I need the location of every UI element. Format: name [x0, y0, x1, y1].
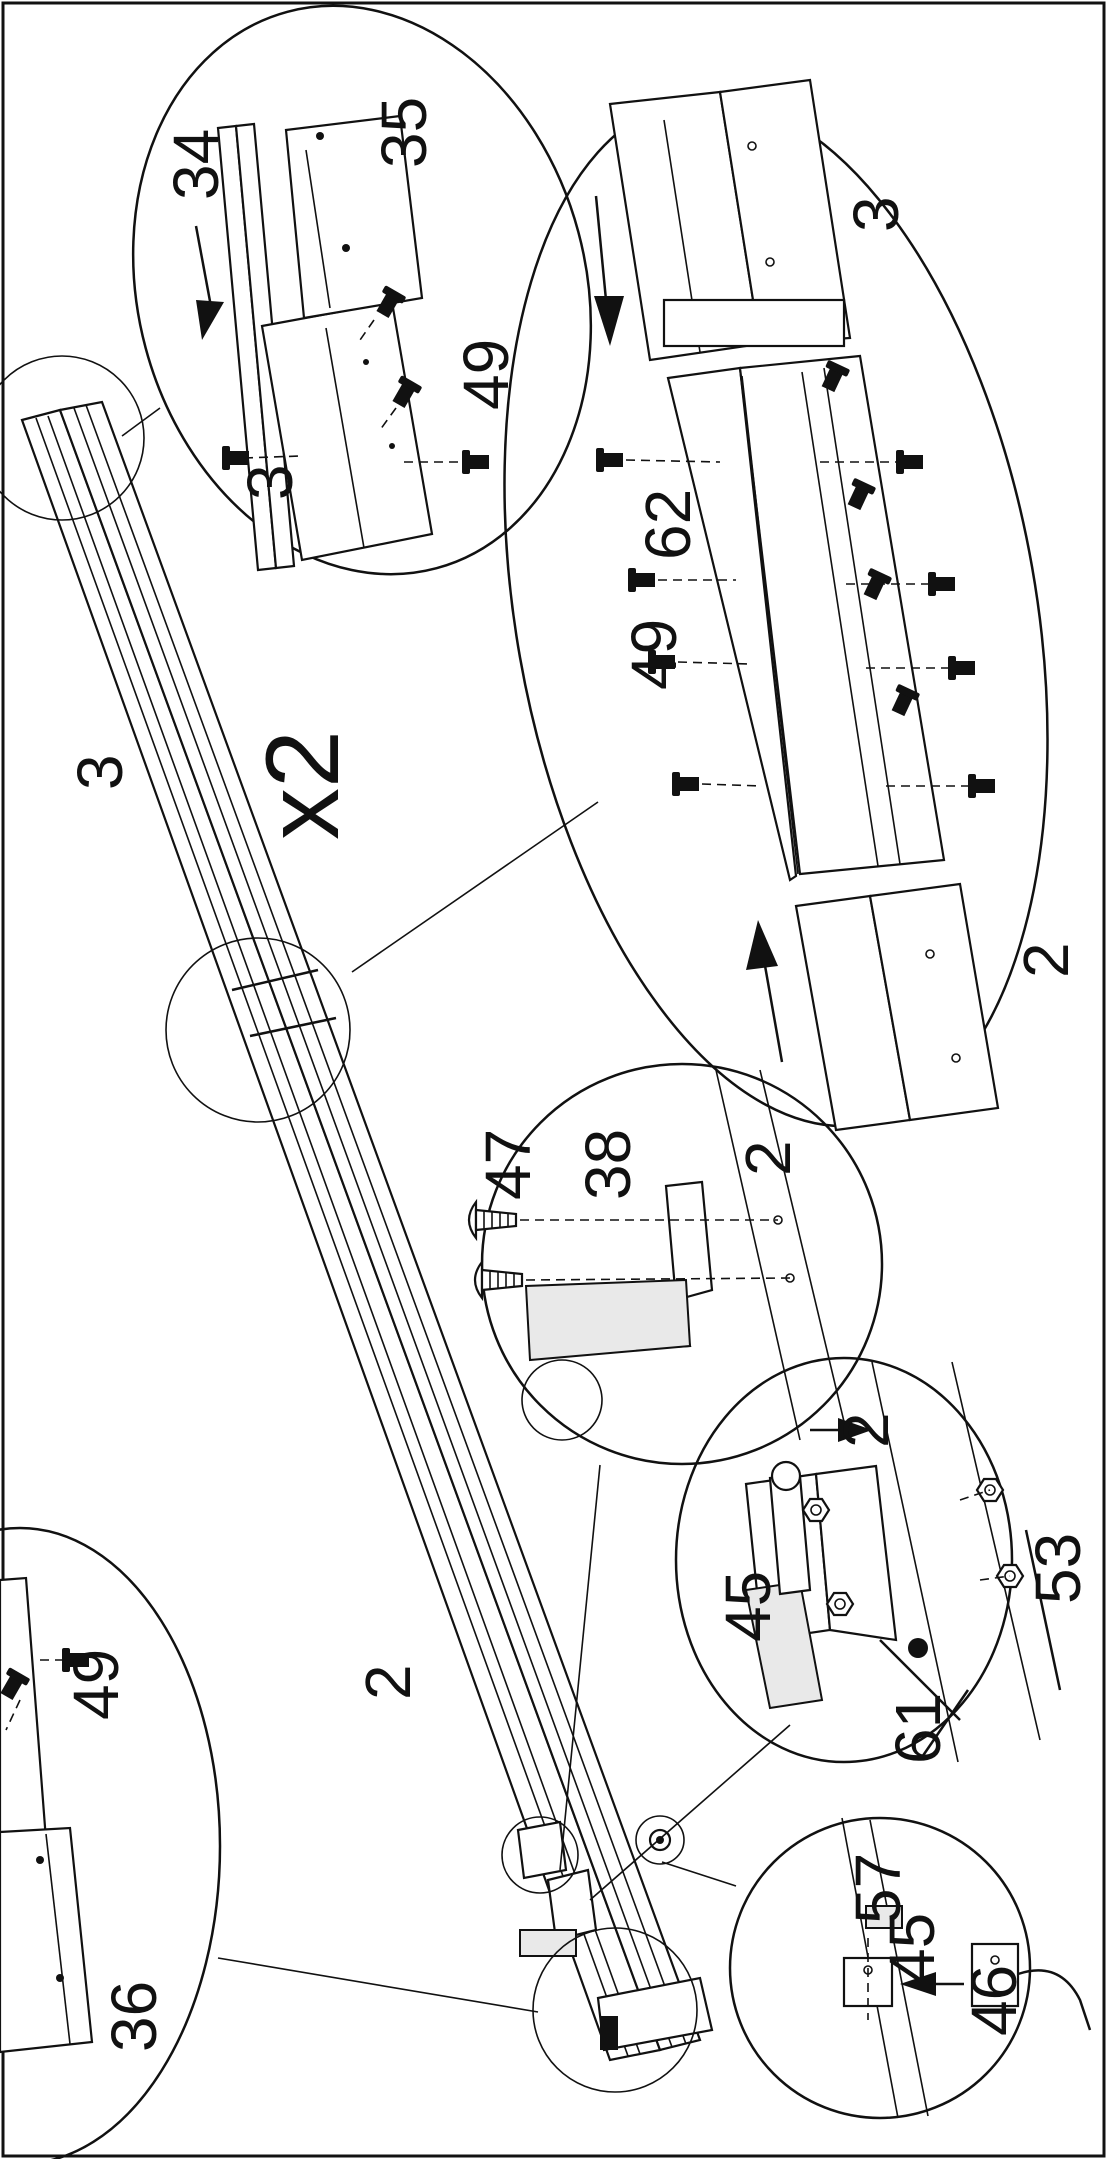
d5-label-46: 46: [958, 1965, 1030, 2036]
d1-label-3: 3: [234, 464, 306, 500]
main-rail: [20, 400, 714, 2062]
zoom-markers: [0, 355, 698, 2093]
d2-label-3: 3: [840, 196, 912, 232]
quantity-multiplier: x2: [245, 730, 361, 840]
d2-label-2: 2: [1010, 942, 1082, 978]
d4-label-45: 45: [712, 1571, 784, 1642]
d3-label-38: 38: [572, 1129, 644, 1200]
d4-label-53: 53: [1022, 1533, 1094, 1604]
d2-label-49: 49: [618, 619, 690, 690]
d5-label-57: 57: [842, 1853, 914, 1924]
d6-label-36: 36: [98, 1981, 170, 2052]
d4-label-61: 61: [882, 1693, 954, 1764]
d5-label-45: 45: [876, 1913, 948, 1984]
detail-6: 49 36: [0, 1526, 222, 2159]
d1-label-34: 34: [160, 129, 232, 200]
detail-5: 57 45 46: [728, 1816, 1092, 2120]
detail-2: 3 62 49 2: [503, 78, 1082, 1132]
detail-3: 47 38 2: [467, 1062, 884, 1466]
d2-label-62: 62: [632, 489, 704, 560]
rail-lower-label: 2: [352, 1664, 424, 1700]
leader-lines: [121, 407, 791, 2013]
d1-label-35: 35: [368, 97, 440, 168]
d3-label-2: 2: [732, 1140, 804, 1176]
d6-label-49: 49: [60, 1649, 132, 1720]
detail-1: 34 35 3 49: [131, 4, 593, 576]
detail-4: 2 45 53 61: [674, 1356, 1094, 1764]
rail-upper-label: 3: [64, 754, 136, 790]
d3-label-47: 47: [472, 1129, 544, 1200]
d4-label-2: 2: [830, 1412, 902, 1448]
d1-label-49: 49: [450, 339, 522, 410]
